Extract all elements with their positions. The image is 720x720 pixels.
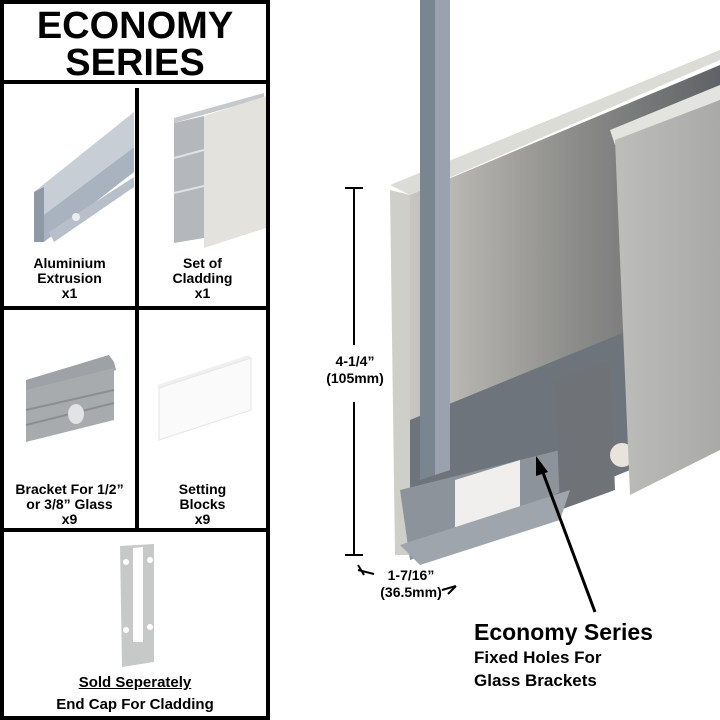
- width-dimension: 1-7/16” (36.5mm): [366, 567, 456, 601]
- callout-title: Economy Series: [474, 619, 653, 645]
- end-cap-image: [120, 544, 154, 667]
- height-metric: (105mm): [326, 370, 384, 386]
- callout-line-1: Fixed Holes For: [474, 648, 602, 667]
- component-name: Aluminium: [33, 255, 106, 271]
- title-line-1: ECONOMY: [36, 5, 234, 47]
- bracket-image: [25, 355, 116, 442]
- series-callout: Economy Series Fixed Holes For Glass Bra…: [474, 618, 653, 692]
- component-setting-blocks: Setting Blocks x9: [139, 310, 266, 532]
- component-qty: x9: [194, 511, 211, 527]
- component-name-2: Cladding: [172, 270, 233, 286]
- component-qty: x9: [61, 511, 78, 527]
- callout-line-2: Glass Brackets: [474, 671, 597, 690]
- component-name-2: Blocks: [179, 496, 226, 512]
- rail-cross-section-image: [345, 0, 720, 613]
- component-name: Setting: [178, 481, 227, 497]
- height-label: 4-1/4”: [335, 353, 375, 369]
- title-line-2: SERIES: [65, 42, 205, 84]
- width-label: 1-7/16”: [387, 567, 435, 583]
- sold-separately-heading: Sold Seperately: [78, 674, 192, 691]
- product-diagram: 4-1/4” (105mm) 1-7/16” (36.5mm) Economy …: [270, 0, 720, 720]
- component-qty: x1: [61, 285, 78, 301]
- component-name-2: or 3/8” Glass: [26, 496, 113, 512]
- component-qty: x1: [194, 285, 211, 301]
- height-dimension: 4-1/4” (105mm): [310, 353, 400, 387]
- series-title: ECONOMY SERIES: [4, 4, 266, 84]
- cladding-image: [173, 93, 266, 248]
- aluminium-extrusion-image: [34, 112, 134, 242]
- sold-separately-section: Sold Seperately End Cap For Cladding: [4, 532, 266, 716]
- end-cap-label: End Cap For Cladding: [56, 696, 214, 713]
- component-name: Set of: [183, 255, 222, 271]
- setting-block-image: [157, 355, 252, 441]
- width-metric: (36.5mm): [380, 584, 442, 600]
- component-name: Bracket For 1/2”: [15, 481, 124, 497]
- component-name-2: Extrusion: [37, 270, 102, 286]
- component-cladding: Set of Cladding x1: [139, 88, 266, 310]
- component-bracket: Bracket For 1/2” or 3/8” Glass x9: [4, 310, 139, 532]
- component-aluminium-extrusion: Aluminium Extrusion x1: [4, 88, 139, 310]
- components-panel: ECONOMY SERIES Aluminium Extrusion x1 Se…: [0, 0, 270, 720]
